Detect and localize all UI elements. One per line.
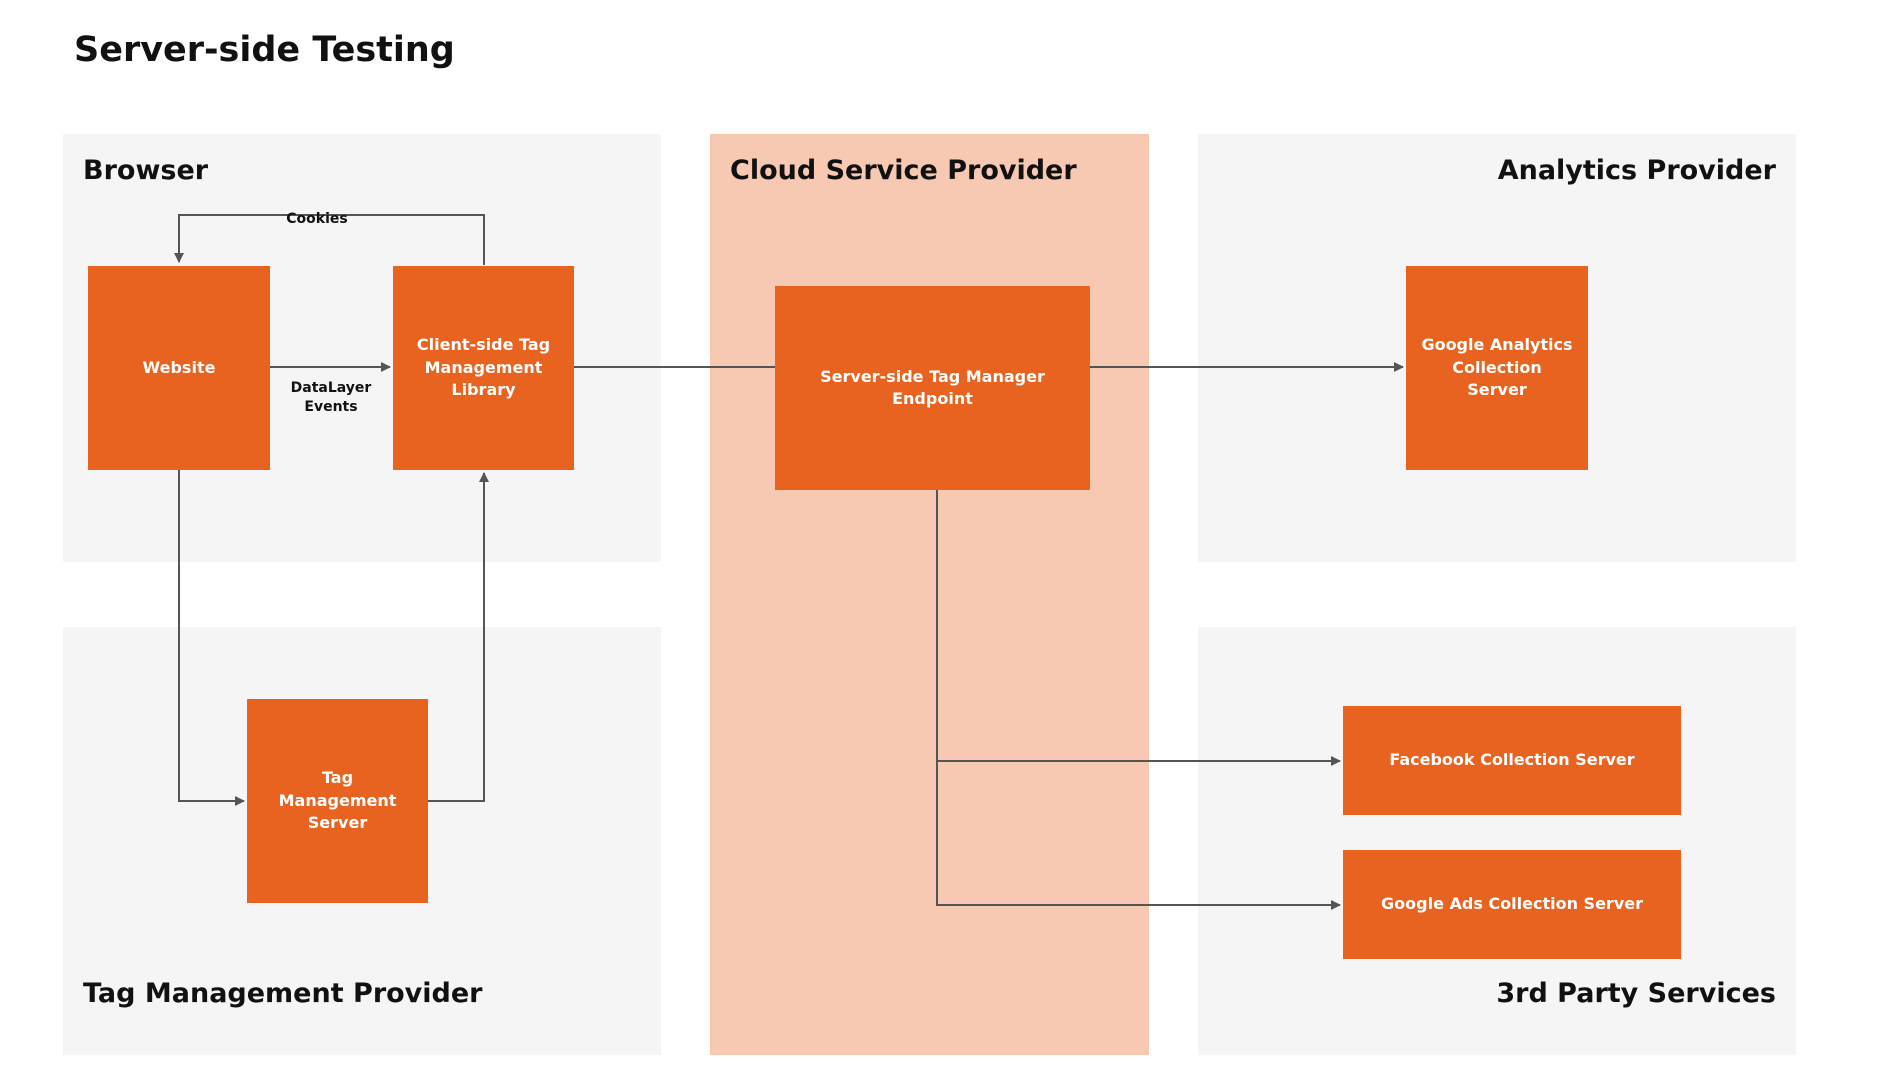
edge-tag-server-to-client: [428, 472, 489, 802]
node-tag-management-server[interactable]: Tag Management Server: [247, 699, 428, 903]
region-label-browser: Browser: [83, 155, 209, 186]
region-label-analytics-provider: Analytics Provider: [1497, 155, 1776, 186]
region-label-third-party-services: 3rd Party Services: [1496, 978, 1776, 1009]
region-label-tag-management-provider: Tag Management Provider: [83, 978, 483, 1009]
node-google-ads-collection-server[interactable]: Google Ads Collection Server: [1343, 850, 1681, 959]
node-google-analytics-collection-server[interactable]: Google Analytics Collection Server: [1406, 266, 1588, 470]
edge-cookies: [174, 214, 485, 265]
edge-endpoint-to-facebook: [936, 490, 1341, 766]
node-website[interactable]: Website: [88, 266, 270, 470]
edge-label-datalayer-events: DataLayer Events: [290, 380, 372, 415]
node-server-side-tag-manager-endpoint[interactable]: Server-side Tag Manager Endpoint: [775, 286, 1090, 490]
region-label-cloud-service-provider: Cloud Service Provider: [730, 155, 1077, 186]
edge-endpoint-to-google-ads: [936, 761, 1341, 910]
node-client-side-tag-library[interactable]: Client-side Tag Management Library: [393, 266, 574, 470]
node-facebook-collection-server[interactable]: Facebook Collection Server: [1343, 706, 1681, 815]
edge-website-to-tag-server: [178, 470, 245, 806]
page-title: Server-side Testing: [74, 30, 455, 70]
edge-label-cookies: Cookies: [286, 211, 348, 227]
region-third-party-services: [1198, 627, 1796, 1055]
